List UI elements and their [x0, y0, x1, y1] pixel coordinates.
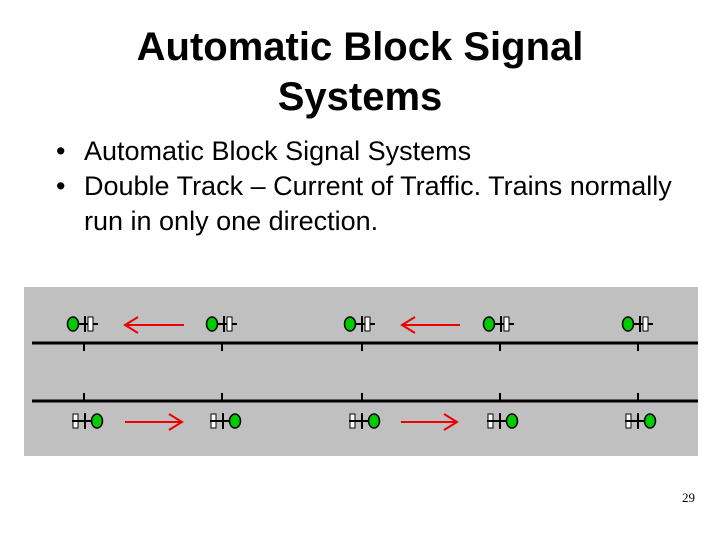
bullet-item: Automatic Block Signal Systems	[56, 134, 696, 169]
track-diagram	[24, 287, 698, 456]
signal-icon	[205, 316, 237, 332]
slide-title: Automatic Block Signal Systems	[0, 22, 720, 122]
upper-track-ties	[83, 343, 639, 351]
diagram-background	[24, 287, 698, 456]
arrow-left-icon	[123, 316, 184, 334]
signal-icon	[625, 413, 657, 429]
signal-icon	[487, 413, 519, 429]
title-line-1: Automatic Block Signal	[136, 25, 584, 69]
arrow-right-icon	[125, 413, 184, 431]
arrow-right-icon	[401, 413, 459, 431]
signal-icon	[343, 316, 375, 332]
bullet-item: Double Track – Current of Traffic. Train…	[56, 169, 696, 239]
signal-icon	[210, 413, 242, 429]
signal-icon	[66, 316, 98, 332]
signal-icon	[349, 413, 381, 429]
arrow-left-icon	[400, 316, 460, 334]
title-line-2: Systems	[277, 75, 443, 119]
bullet-list: Automatic Block Signal Systems Double Tr…	[56, 134, 696, 239]
page-number: 29	[682, 490, 695, 505]
signal-icon	[72, 413, 104, 429]
signal-icon	[621, 316, 653, 332]
lower-track-ties	[83, 393, 639, 401]
signal-icon	[482, 316, 514, 332]
